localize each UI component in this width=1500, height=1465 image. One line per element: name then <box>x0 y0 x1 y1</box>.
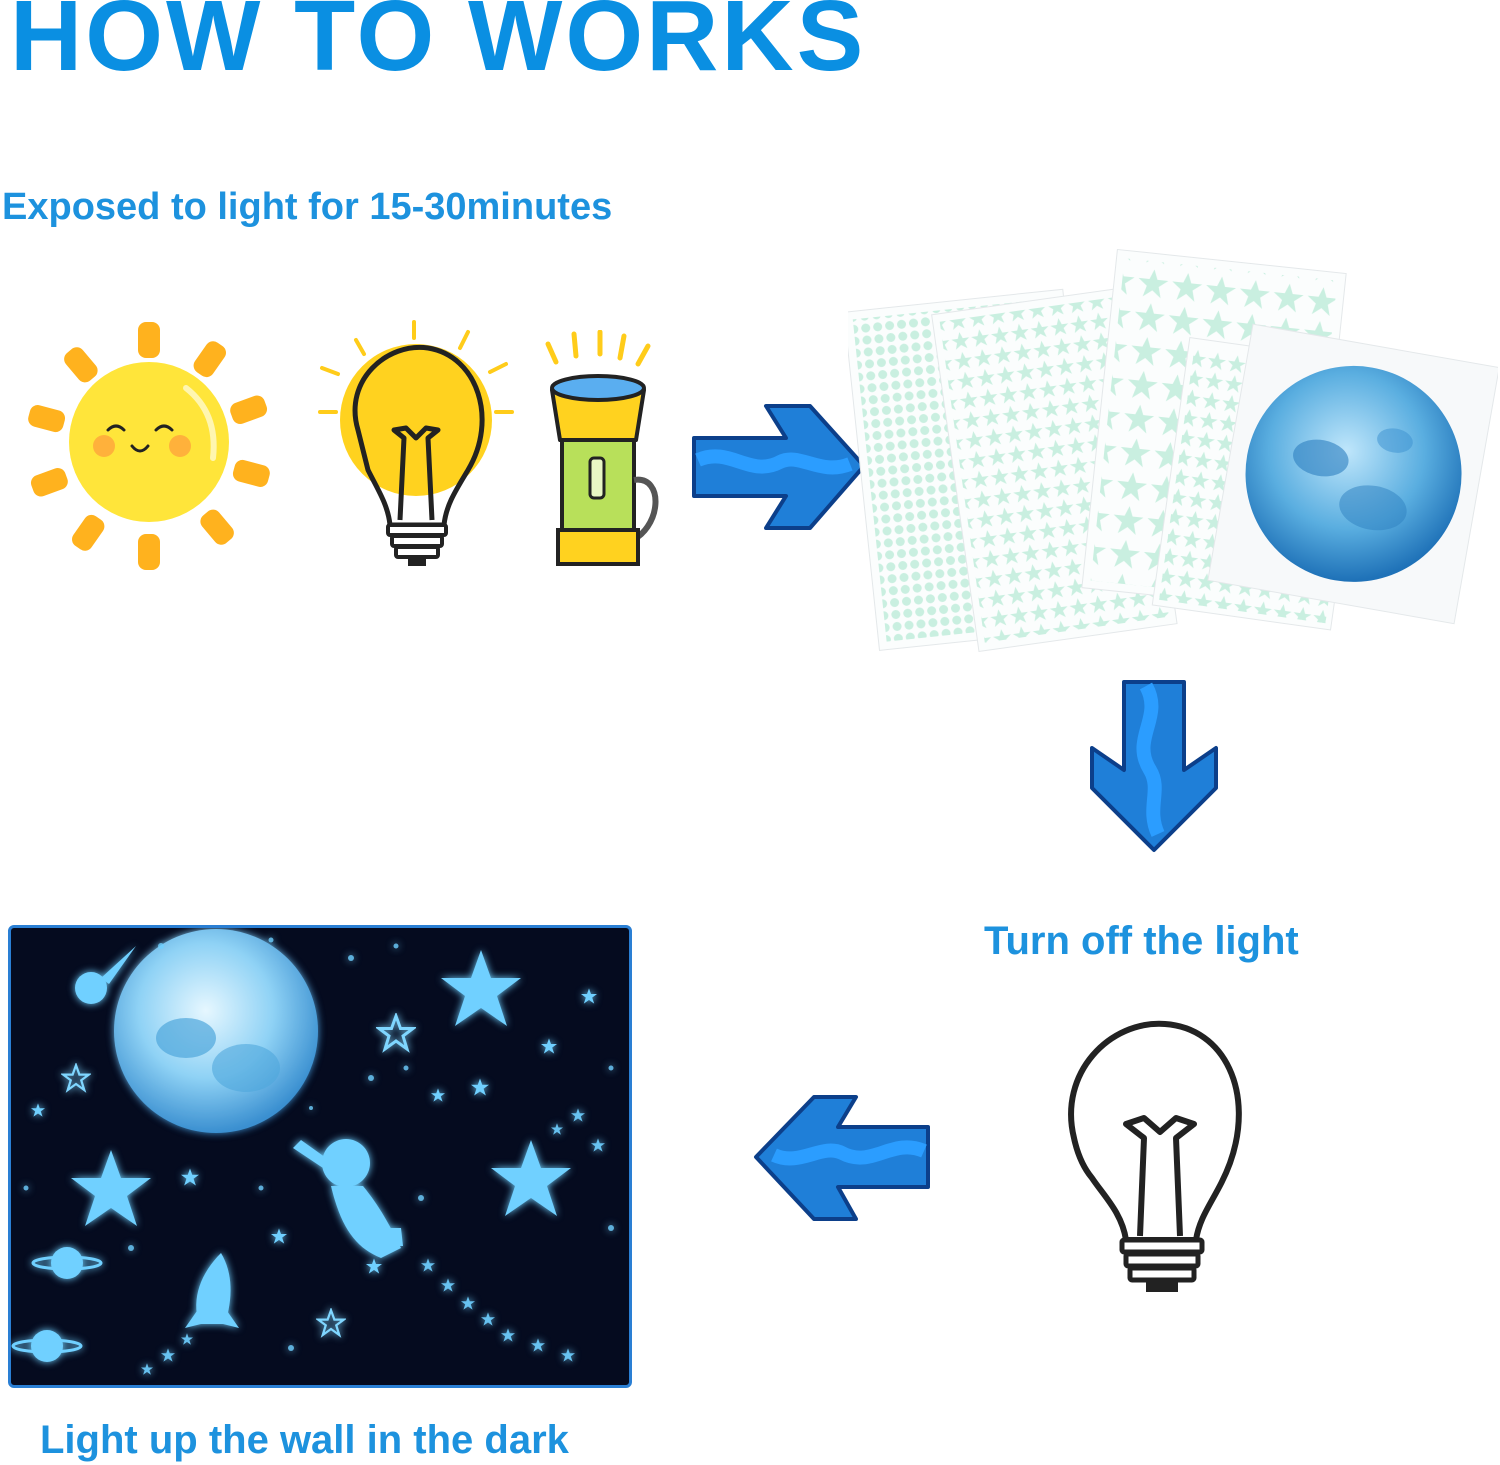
sticker-sheets-image <box>848 240 1498 655</box>
step-expose-caption: Exposed to light for 15-30minutes <box>2 186 613 228</box>
page-title: HOW TO WORKS <box>10 0 867 92</box>
glowing-wall-image <box>8 925 632 1388</box>
flashlight-icon <box>540 330 665 575</box>
arrow-right-icon <box>690 400 870 535</box>
step-result-caption: Light up the wall in the dark <box>40 1418 569 1462</box>
arrow-down-icon <box>1088 678 1220 856</box>
light-bulb-off-icon <box>1060 1018 1250 1298</box>
sun-icon <box>8 318 293 573</box>
step-turn-off-caption: Turn off the light <box>984 919 1299 963</box>
light-bulb-on-icon <box>318 320 518 575</box>
arrow-left-icon <box>752 1093 932 1223</box>
